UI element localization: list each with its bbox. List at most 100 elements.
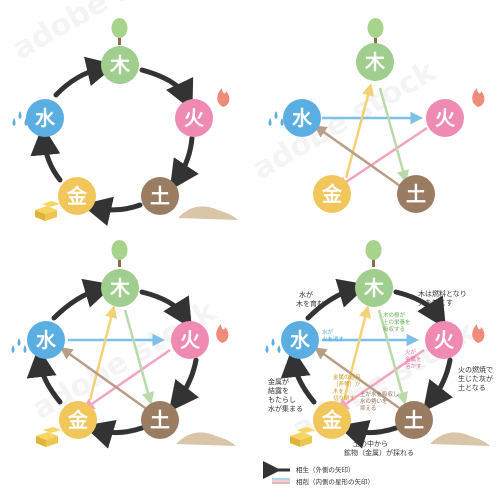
cycle-arrows (30, 56, 199, 226)
tree-icon (111, 18, 128, 45)
arrow-fire-to-metal (335, 126, 428, 189)
element-wood: 木 (356, 43, 394, 81)
arrow-metal-to-wood (344, 83, 375, 179)
element-metal: 金 (58, 177, 96, 215)
element-wood-label: 木 (364, 50, 386, 74)
arrow-water-to-wood (51, 278, 115, 321)
tree-icon (111, 240, 128, 267)
element-metal: 金 (59, 401, 97, 439)
cycle-arrows (26, 278, 200, 449)
star-arrows (313, 305, 425, 412)
element-wood-label: 木 (109, 276, 131, 300)
arrow-earth-to-metal (81, 196, 143, 226)
element-water-label: 水 (35, 106, 56, 130)
arrow-metal-to-water (26, 347, 63, 405)
watermark-group: adobe stock adobe stock adobe stock adob… (7, 0, 483, 447)
water-drops-icon (12, 111, 28, 126)
element-water: 水 (27, 321, 65, 359)
tree-icon (365, 240, 382, 267)
element-fire: 火 (171, 321, 209, 359)
element-earth: 土 (141, 401, 179, 439)
arrow-wood-to-earth (378, 87, 410, 183)
water-drops-icon (268, 111, 284, 126)
annotation-water-fire: 水が 火を消す (322, 328, 345, 343)
arrow-fire-to-earth (168, 357, 200, 412)
element-water: 水 (26, 99, 64, 137)
arrow-fire-to-earth (422, 357, 454, 412)
annotation-earth-metal: 土の中から 鉱物（金属）が採れる (344, 439, 414, 457)
annotation-fire-metal: 火が 金属を 溶かす (405, 348, 423, 370)
annotation-metal-wood: 金属の道具 （斧等）が 木を 切り倒す (333, 373, 362, 402)
soil-pile-icon (176, 432, 236, 446)
cycle-arrows (280, 278, 454, 449)
watermark: adobe stock (247, 54, 443, 187)
water-drops-icon (265, 338, 281, 353)
flame-icon (216, 324, 229, 343)
panel-annotated: 木 火 土 金 水 水が 木を育む 木は燃料となり 火を起こす 火の燃焼で 生じ… (263, 240, 495, 486)
arrow-earth-to-metal (83, 419, 145, 449)
element-wood-label: 木 (363, 276, 385, 300)
element-fire-label: 火 (435, 106, 456, 130)
annotation-water-wood: 水が 木を育む (296, 290, 324, 308)
element-metal-label: 金 (321, 408, 343, 432)
arrow-metal-to-water (30, 125, 63, 183)
arrow-fire-to-metal (335, 348, 425, 411)
element-fire-label: 火 (434, 328, 455, 352)
flame-icon (472, 324, 485, 343)
annotation-earth-water: 土が水を吸収し 水の勢いを 抑える (360, 390, 400, 412)
annotation-metal-water: 金属が 結露を もたらし 水が集まる (268, 377, 303, 413)
gold-bars-icon (36, 427, 61, 447)
soil-pile-icon (178, 206, 238, 220)
legend-overcoming: 相剋（内側の星形の矢印） (296, 477, 374, 486)
star-arrows (313, 83, 428, 190)
element-fire-label: 火 (184, 106, 205, 130)
annotation-fire-earth: 火の燃焼で 生じた灰が 土となる (458, 365, 495, 392)
element-water-label: 水 (292, 106, 313, 130)
element-water-label: 水 (36, 328, 57, 352)
panel-combined: 木 火 土 金 水 (11, 240, 236, 449)
element-earth: 土 (395, 401, 433, 439)
arrow-fire-to-metal (81, 348, 171, 411)
element-metal-label: 金 (67, 408, 89, 432)
element-metal: 金 (313, 175, 351, 213)
element-earth-label: 土 (406, 182, 426, 206)
annotation-wood-fire: 木は燃料となり 火を起こす (418, 289, 469, 307)
arrow-water-to-wood (305, 278, 369, 321)
element-fire: 火 (425, 321, 463, 359)
gold-bars-icon (35, 201, 60, 221)
element-water: 水 (281, 321, 319, 359)
annotation-wood-earth: 木の根が 土の栄養を 吸収する (383, 311, 412, 333)
element-earth-label: 土 (150, 184, 170, 208)
element-fire: 火 (175, 99, 213, 137)
element-earth: 土 (397, 175, 435, 213)
arrow-water-to-wood (53, 56, 117, 98)
tree-icon (367, 18, 384, 45)
flame-icon (217, 88, 230, 107)
arrow-wood-to-fire (139, 67, 194, 111)
element-earth-label: 土 (150, 408, 170, 432)
element-water: 水 (283, 99, 321, 137)
legend: 相生（外側の矢印） 相剋（内側の星形の矢印） (263, 461, 374, 486)
arrow-metal-to-wood (342, 305, 372, 401)
element-wood: 木 (355, 269, 393, 307)
element-wood: 木 (101, 269, 139, 307)
arrow-earth-to-water (313, 347, 403, 412)
arrow-metal-to-wood (88, 305, 118, 401)
element-metal-label: 金 (66, 184, 88, 208)
soil-pile-icon (430, 432, 490, 446)
element-water-label: 水 (290, 328, 311, 352)
arrow-earth-to-metal (337, 419, 399, 449)
arrow-wood-to-fire (139, 289, 192, 329)
panel-generating-cycle: 木 火 土 金 水 (12, 18, 238, 226)
element-wood-label: 木 (109, 53, 131, 77)
element-wood: 木 (101, 46, 139, 84)
flame-icon (472, 88, 485, 107)
water-drops-icon (11, 338, 27, 353)
arrow-fire-to-earth (169, 135, 199, 191)
arrow-wood-to-earth (377, 309, 409, 405)
element-fire-label: 火 (180, 328, 201, 352)
element-earth: 土 (141, 177, 179, 215)
arrow-metal-to-water (280, 347, 317, 405)
panel-overcoming-star: 木 火 土 金 水 (268, 18, 485, 213)
